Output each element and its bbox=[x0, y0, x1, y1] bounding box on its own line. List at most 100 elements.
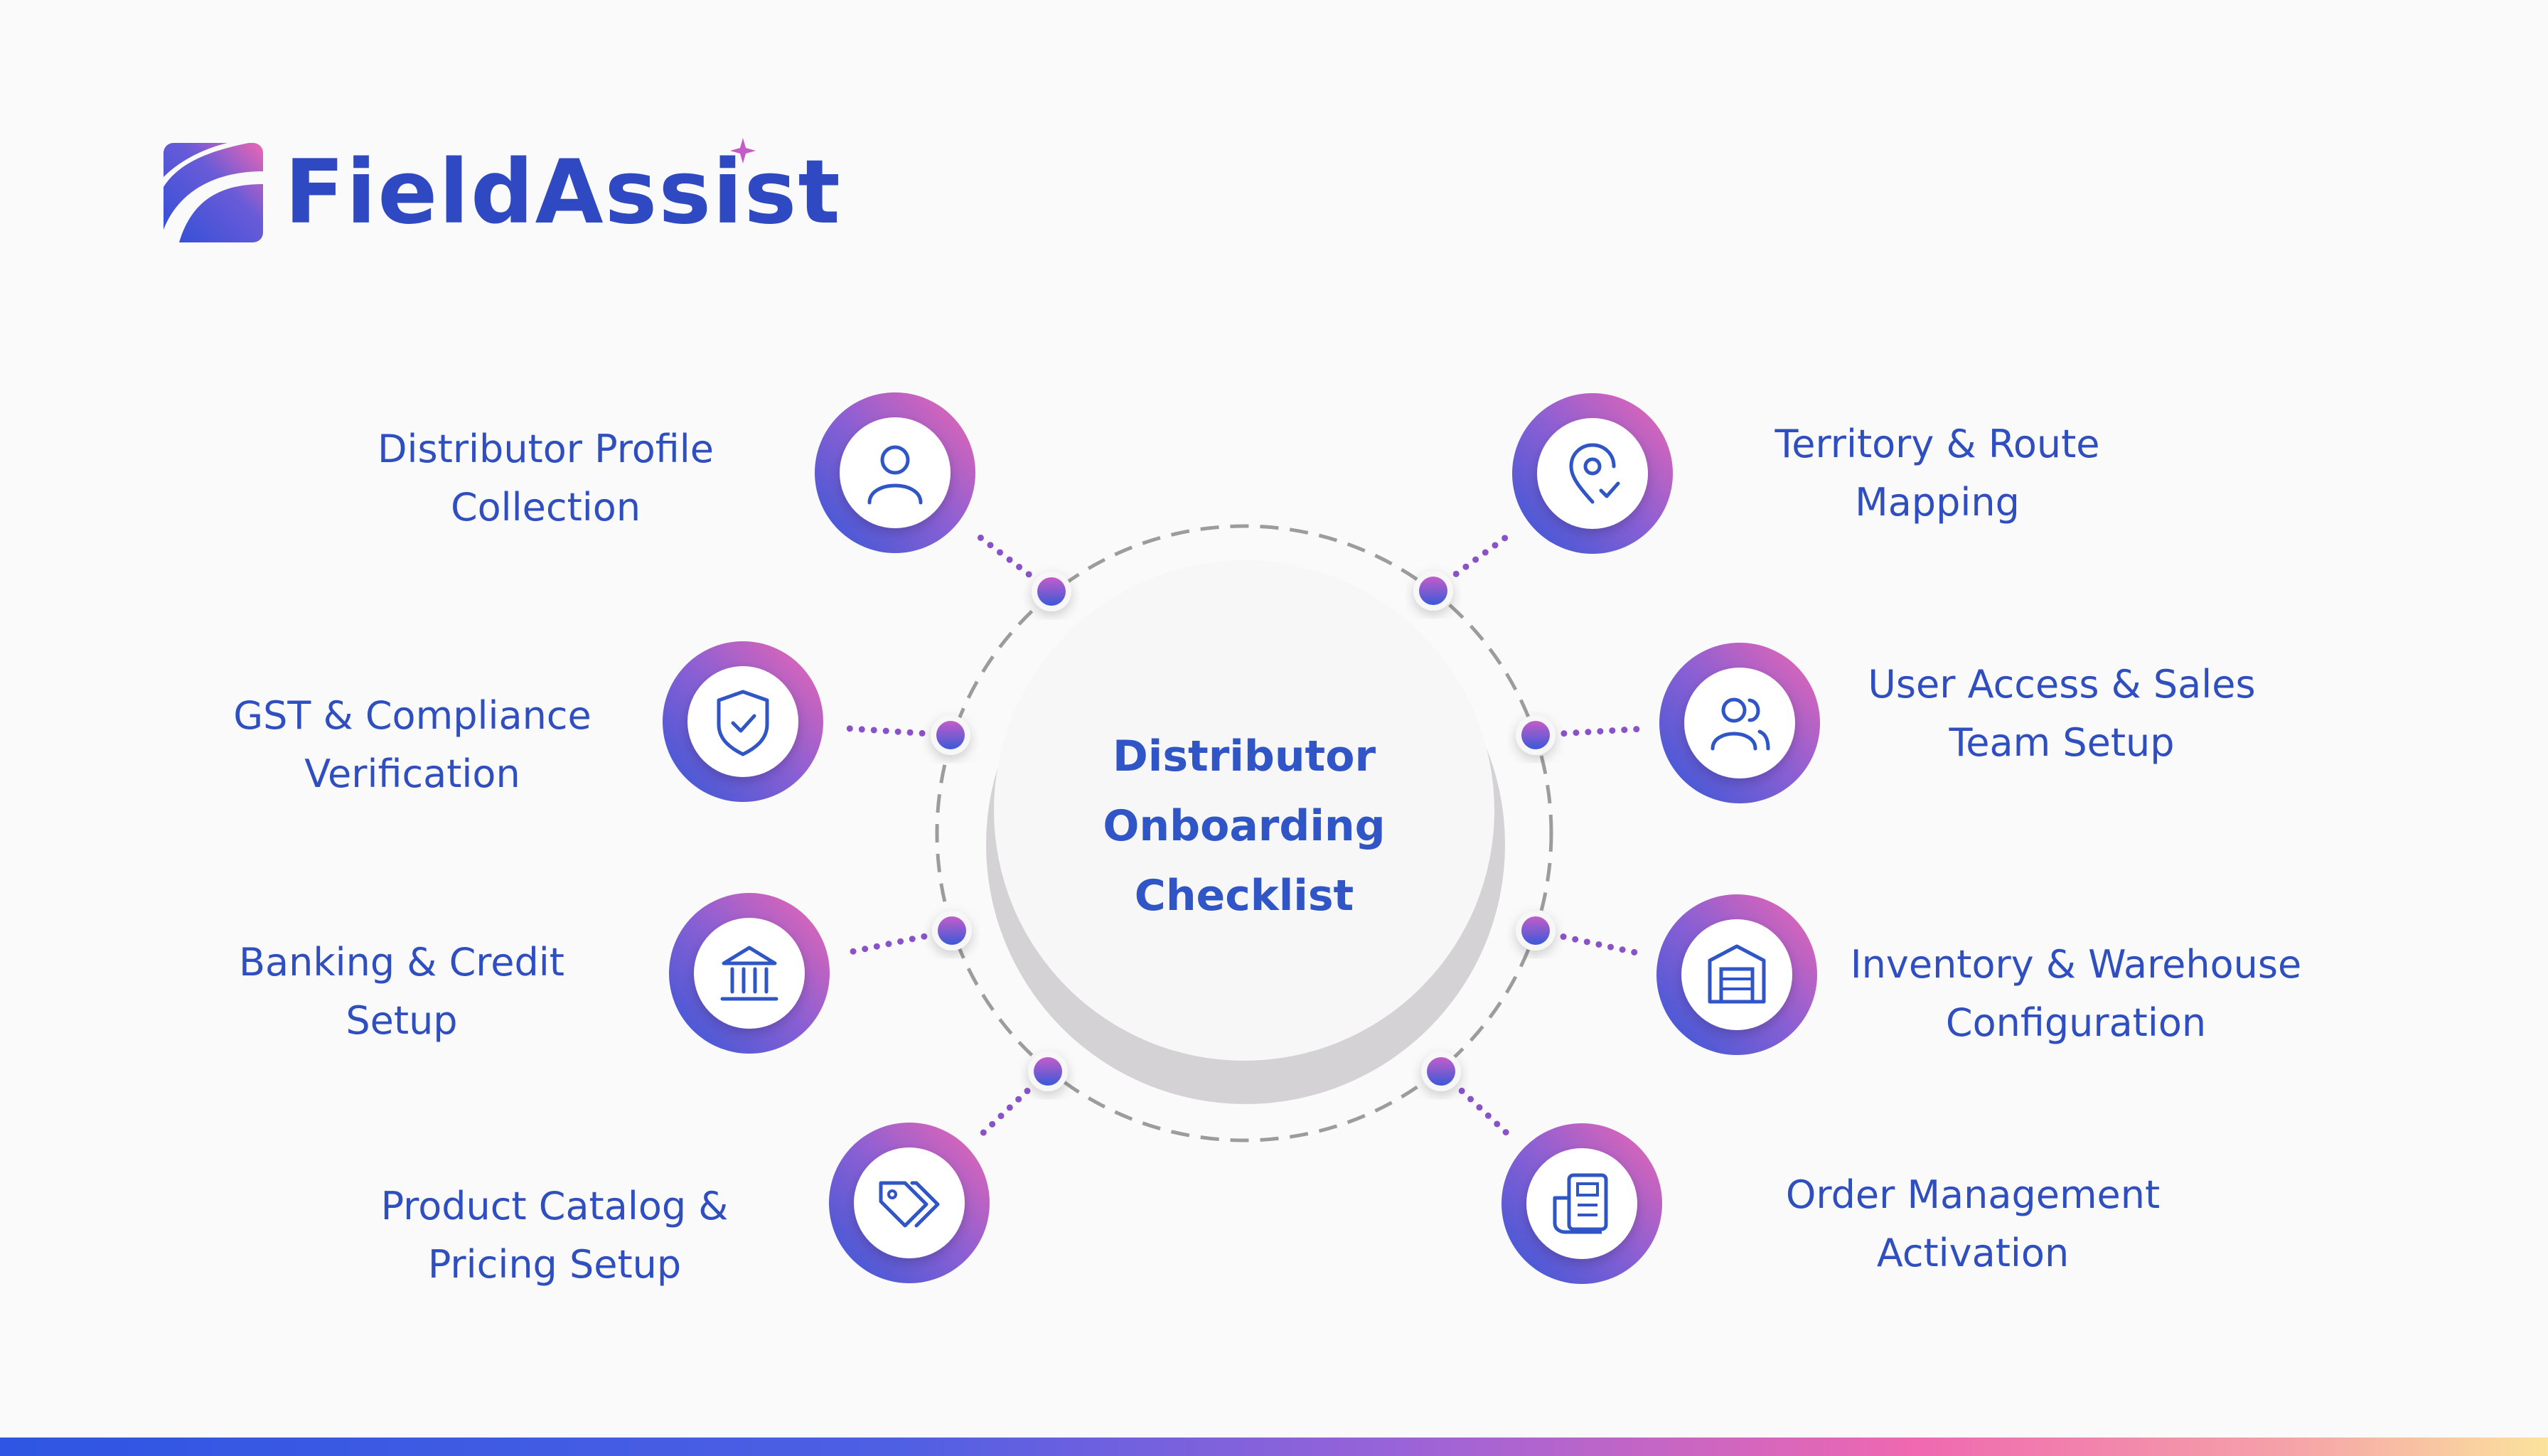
connector-dot bbox=[1607, 943, 1614, 951]
step-label-line: Inventory & Warehouse bbox=[1850, 942, 2302, 987]
shield-check-icon bbox=[717, 690, 769, 756]
connector-dot bbox=[1609, 727, 1616, 734]
step-label-line: Pricing Setup bbox=[427, 1242, 682, 1287]
map-pin-check-icon bbox=[1569, 443, 1620, 504]
fieldassist-logo-mark-icon bbox=[164, 143, 263, 242]
connector-dot bbox=[1484, 1112, 1492, 1119]
connector-dot bbox=[1016, 564, 1023, 571]
users-icon bbox=[1711, 697, 1770, 751]
connector-dot bbox=[873, 943, 880, 950]
junction-dot bbox=[938, 916, 966, 945]
step-label-users: User Access & Sales Team Setup bbox=[1820, 655, 2303, 772]
bottom-gradient-bar bbox=[0, 1438, 2548, 1456]
junction-dot bbox=[1427, 1057, 1455, 1086]
connector-dot bbox=[1621, 727, 1628, 734]
connector-dot bbox=[1560, 933, 1567, 941]
connector-dot bbox=[885, 941, 892, 948]
connector-dot bbox=[1502, 1129, 1509, 1136]
step-label-territory: Territory & Route Mapping bbox=[1728, 415, 2147, 532]
connector-dot bbox=[870, 727, 877, 734]
center-title: Distributor Onboarding Checklist bbox=[1031, 722, 1457, 931]
connector-dot bbox=[1595, 941, 1602, 948]
connector-dot bbox=[862, 946, 869, 953]
step-label-line: Collection bbox=[450, 485, 641, 530]
connector-dot bbox=[1585, 729, 1592, 736]
connector-dot bbox=[977, 534, 984, 541]
step-label-gst: GST & Compliance Verification bbox=[206, 687, 619, 803]
warehouse-icon bbox=[1708, 944, 1766, 1004]
step-label-line: Activation bbox=[1876, 1231, 2070, 1275]
step-label-line: Territory & Route bbox=[1774, 422, 2100, 466]
connector-dot bbox=[1561, 730, 1568, 737]
connector-dot bbox=[1573, 729, 1580, 737]
step-label-line: Product Catalog & bbox=[380, 1184, 729, 1228]
connector-dot bbox=[997, 549, 1004, 556]
step-label-catalog: Product Catalog & Pricing Setup bbox=[327, 1177, 782, 1294]
connector-dot bbox=[919, 729, 926, 737]
connector-dot bbox=[1619, 946, 1626, 953]
connector-dot bbox=[1502, 535, 1509, 542]
step-label-line: Setup bbox=[346, 998, 458, 1043]
connector-dot bbox=[909, 936, 916, 943]
junction-dot bbox=[1037, 577, 1066, 606]
step-label-line: GST & Compliance bbox=[233, 693, 592, 738]
connector-dot bbox=[1006, 556, 1013, 563]
connector-dot bbox=[1462, 563, 1470, 570]
step-inner-disc-users bbox=[1684, 668, 1795, 778]
connector-dot bbox=[921, 933, 928, 940]
step-inner-disc-gst bbox=[687, 666, 798, 777]
connector-dot bbox=[1452, 570, 1460, 577]
connector-dot bbox=[894, 728, 901, 735]
step-label-line: Order Management bbox=[1785, 1172, 2161, 1217]
connector-dot bbox=[980, 1129, 987, 1136]
center-disc bbox=[994, 560, 1494, 1061]
orders-document-icon bbox=[1553, 1173, 1608, 1234]
junction-dot bbox=[1521, 916, 1550, 945]
connector-dot bbox=[1494, 1120, 1501, 1128]
connector-dot bbox=[1583, 938, 1590, 946]
step-label-profile: Distributor Profile Collection bbox=[341, 420, 750, 537]
tags-icon bbox=[879, 1181, 940, 1228]
fieldassist-logo: FieldAssist bbox=[164, 138, 840, 246]
connector-dot bbox=[989, 1120, 996, 1128]
step-label-line: Mapping bbox=[1855, 480, 2020, 525]
step-label-line: User Access & Sales bbox=[1868, 662, 2256, 707]
logo-wordmark: FieldAssist bbox=[284, 141, 842, 244]
connector-dot bbox=[850, 948, 857, 955]
connector-dot bbox=[987, 542, 994, 549]
connector-dot bbox=[882, 727, 889, 734]
connector-dot bbox=[858, 726, 865, 733]
connector-dot bbox=[846, 725, 853, 732]
junction-dot bbox=[1419, 577, 1447, 605]
connector-dot bbox=[997, 1113, 1005, 1120]
sparkle-icon bbox=[730, 138, 756, 164]
step-inner-disc-catalog bbox=[854, 1147, 965, 1258]
connector-dot bbox=[1597, 728, 1604, 735]
connector-dot bbox=[1006, 1104, 1013, 1111]
step-inner-disc-inventory bbox=[1681, 919, 1792, 1030]
connector-dot bbox=[1631, 948, 1638, 956]
step-label-line: Configuration bbox=[1945, 1000, 2207, 1045]
step-label-inventory: Inventory & Warehouse Configuration bbox=[1820, 936, 2332, 1052]
connector-dot bbox=[1492, 542, 1499, 549]
junction-dot bbox=[936, 721, 965, 749]
connector-dot bbox=[1025, 571, 1032, 578]
connector-dot bbox=[906, 729, 914, 736]
connector-dot bbox=[897, 938, 904, 945]
center-title-line: Distributor bbox=[1112, 732, 1376, 781]
step-label-line: Distributor Profile bbox=[377, 427, 714, 471]
bank-icon bbox=[720, 946, 778, 1001]
outer-dashed-ring bbox=[935, 524, 1553, 1142]
step-label-line: Team Setup bbox=[1949, 720, 2175, 765]
center-title-line: Onboarding bbox=[1103, 801, 1386, 851]
step-label-line: Verification bbox=[304, 751, 520, 796]
step-label-orders: Order Management Activation bbox=[1728, 1166, 2218, 1283]
step-inner-disc-banking bbox=[694, 918, 805, 1029]
connector-dot bbox=[1472, 556, 1479, 563]
connector-dot bbox=[1633, 726, 1640, 733]
user-icon bbox=[867, 445, 923, 505]
center-title-line: Checklist bbox=[1134, 871, 1354, 921]
step-label-line: Banking & Credit bbox=[239, 940, 564, 985]
connector-dot bbox=[1024, 1088, 1031, 1095]
